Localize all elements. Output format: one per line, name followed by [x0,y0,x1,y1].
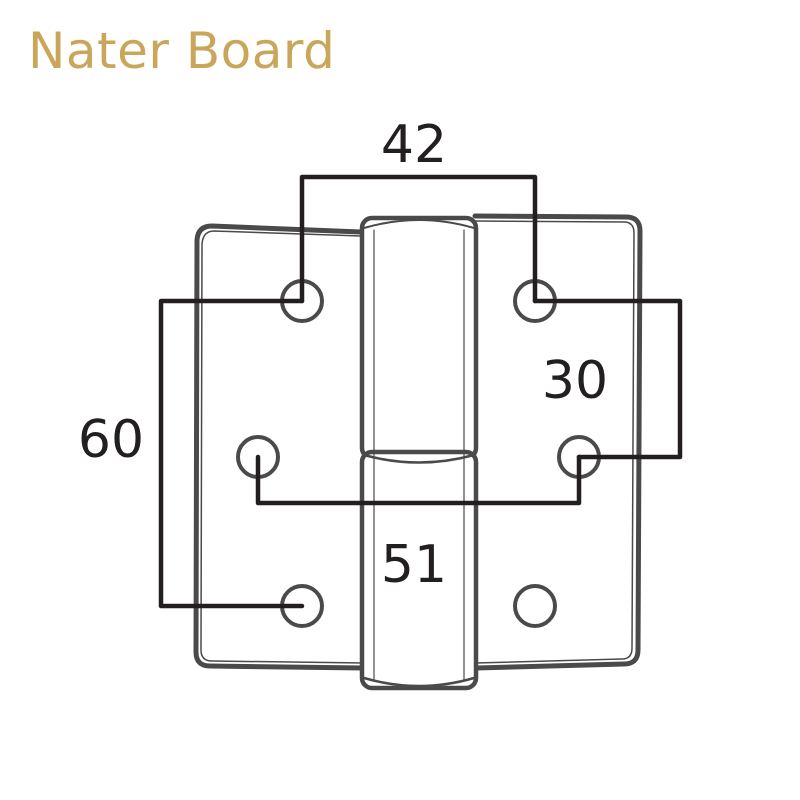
hinge-knuckle-upper-cap [363,219,475,229]
hinge-knuckle-upper [359,215,479,461]
hinge-knuckle-bottom-cap [362,676,476,688]
left-hinge-leaf-inner-edge [200,230,365,664]
dimension-line-right [532,298,683,460]
page-title: Nater Board [28,22,336,80]
dimension-line-top [299,174,538,304]
left-hinge-leaf [193,223,367,671]
dimension-line-left [158,298,305,609]
dimension-label-left: 60 [78,410,144,470]
dimension-label-center: 51 [381,535,447,595]
dimension-label-top: 42 [381,115,447,175]
right-hinge-leaf-inner-edge [474,220,635,664]
dimension-line-center [255,454,582,506]
hinge-knuckle-lower [359,449,479,691]
right-hinge-leaf [472,213,643,671]
dimension-label-right: 30 [542,351,608,411]
hinge-knuckle-joint [362,453,476,464]
screw-hole-bottom-right [513,584,557,628]
